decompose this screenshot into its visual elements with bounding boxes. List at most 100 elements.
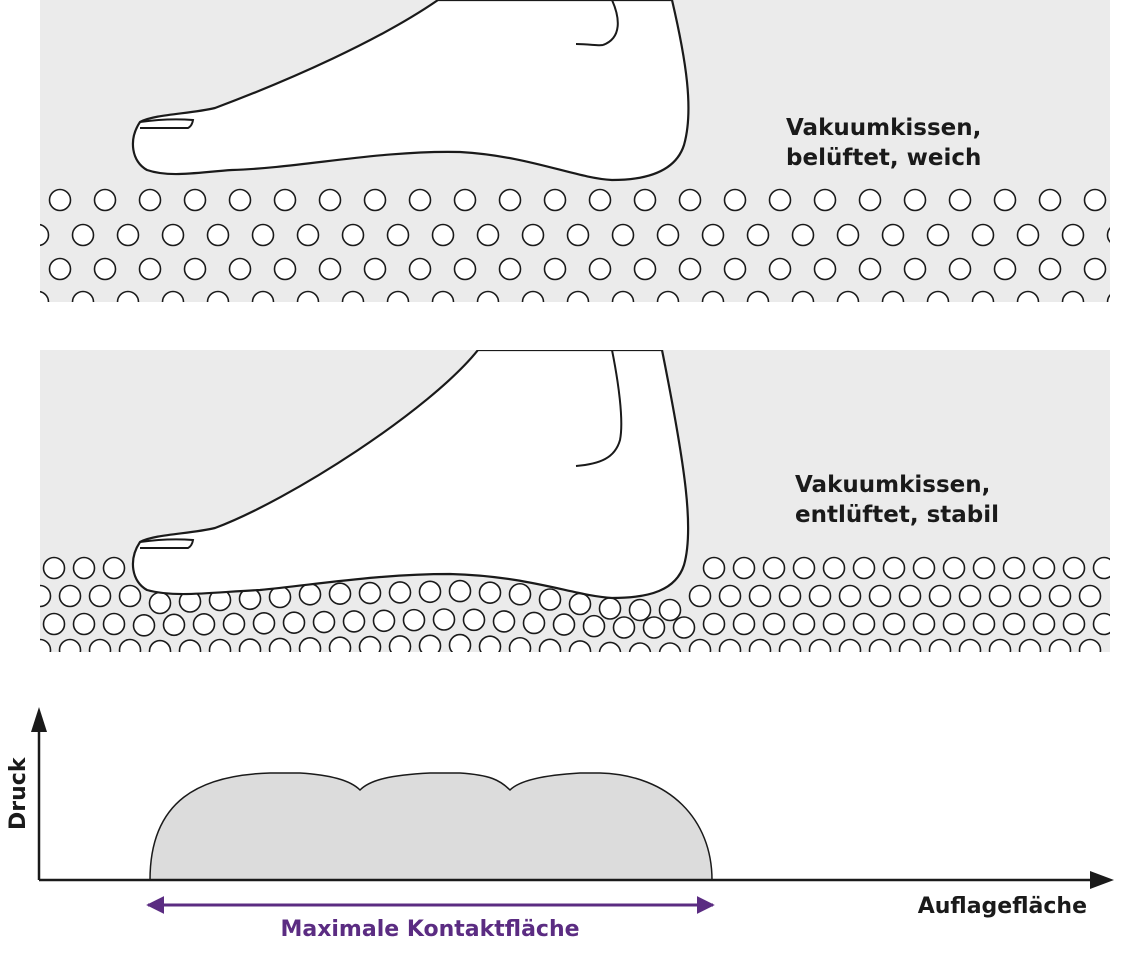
bead	[138, 188, 162, 212]
bead	[958, 584, 982, 608]
bead	[358, 581, 382, 605]
foot-ventilated	[131, 0, 690, 182]
bead	[748, 584, 772, 608]
bead	[912, 612, 936, 636]
panel-deflated: Vakuumkissen, entlüftet, stabil	[40, 350, 1110, 652]
bead	[858, 188, 882, 212]
bead	[611, 290, 635, 302]
bead	[478, 635, 502, 652]
bead	[718, 638, 742, 652]
bead	[1062, 612, 1086, 636]
bead	[132, 614, 156, 637]
bead	[386, 223, 410, 247]
bead	[588, 188, 612, 212]
bead	[948, 188, 972, 212]
bead	[183, 257, 207, 281]
bead	[431, 290, 455, 302]
bead	[898, 638, 922, 652]
x-axis-arrowhead	[1090, 871, 1114, 889]
bead	[72, 556, 96, 580]
bead	[476, 223, 500, 247]
panel-deflated-label-line-2: entlüftet, stabil	[795, 502, 999, 528]
bead	[208, 638, 232, 652]
bead	[611, 223, 635, 247]
bead	[72, 612, 96, 636]
bead	[521, 290, 545, 302]
bead	[298, 583, 322, 606]
bead	[161, 223, 185, 247]
bead	[852, 556, 876, 580]
bead	[928, 584, 952, 608]
bead	[42, 612, 66, 636]
bead	[971, 223, 995, 247]
y-axis-label: Druck	[6, 756, 31, 830]
bead	[588, 257, 612, 281]
pressure-curve	[149, 772, 713, 881]
bead	[1078, 638, 1102, 652]
bead	[492, 610, 516, 633]
bead	[538, 638, 562, 652]
bead	[723, 188, 747, 212]
bead	[48, 188, 72, 212]
bead	[656, 223, 680, 247]
bead	[791, 290, 815, 302]
bead	[388, 581, 412, 604]
panel-ventilated-label-line-1: Vakuumkissen,	[786, 115, 981, 141]
bead	[252, 611, 276, 635]
bead	[40, 290, 50, 302]
bead	[40, 223, 50, 247]
bead	[432, 608, 456, 631]
bead	[372, 609, 396, 633]
bead	[462, 608, 486, 632]
bead	[858, 257, 882, 281]
bead	[206, 290, 230, 302]
bead	[1083, 257, 1107, 281]
bead	[498, 188, 522, 212]
bead	[40, 638, 52, 652]
bead	[903, 188, 927, 212]
bead	[268, 637, 292, 652]
bead	[183, 188, 207, 212]
bead	[702, 556, 726, 580]
bead	[678, 188, 702, 212]
bead	[388, 635, 412, 652]
bead	[768, 188, 792, 212]
bead	[1106, 294, 1110, 302]
bead	[508, 582, 532, 606]
bead	[778, 638, 802, 652]
bead	[431, 223, 455, 247]
bead	[792, 556, 816, 580]
bead	[813, 188, 837, 212]
bead	[341, 223, 365, 247]
bead	[1061, 290, 1085, 302]
bead	[598, 641, 622, 652]
foot-deflated	[131, 350, 690, 600]
bead	[251, 290, 275, 302]
bead	[881, 223, 905, 247]
bead	[453, 257, 477, 281]
panel-ventilated: Vakuumkissen, belüftet, weich	[40, 0, 1110, 302]
bead	[928, 638, 952, 652]
bead	[746, 223, 770, 247]
bead	[148, 639, 172, 652]
bead	[972, 556, 996, 580]
bead	[808, 638, 832, 652]
bead	[251, 223, 275, 247]
bead	[881, 290, 905, 302]
panel-ventilated-label-line-2: belüftet, weich	[786, 145, 981, 171]
bead	[688, 638, 712, 652]
bead	[386, 290, 410, 302]
bead	[40, 584, 52, 608]
bead	[363, 257, 387, 281]
bead	[882, 556, 906, 580]
bead	[1061, 223, 1085, 247]
bead	[791, 223, 815, 247]
bead	[702, 612, 726, 636]
bead	[88, 584, 112, 608]
bead	[903, 257, 927, 281]
bead	[478, 581, 502, 604]
bead	[408, 257, 432, 281]
bead	[813, 257, 837, 281]
bead	[1092, 612, 1110, 636]
y-axis-arrowhead	[31, 707, 47, 732]
